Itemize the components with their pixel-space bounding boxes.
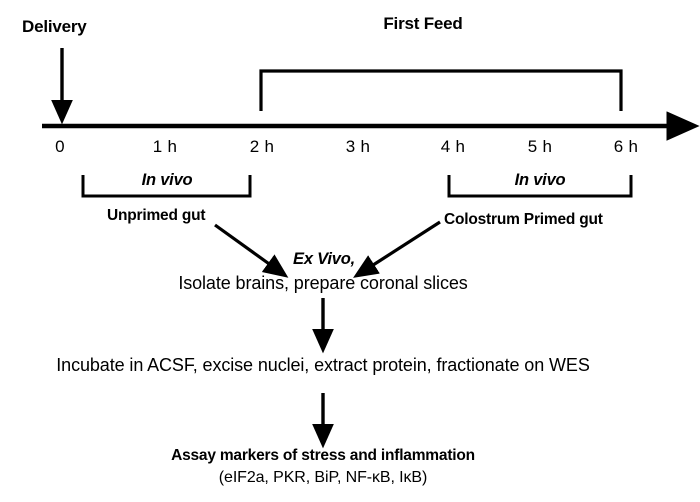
workflow-step-2: Incubate in ACSF, excise nuclei, extract…	[56, 355, 590, 375]
outcome-title: Assay markers of stress and inflammation	[171, 447, 475, 464]
ex-vivo-label: Ex Vivo,	[293, 250, 355, 268]
axis-tick-0: 0	[55, 137, 65, 156]
axis-tick-6h: 6 h	[613, 137, 639, 156]
first-feed-label: First Feed	[383, 14, 463, 33]
in-vivo-label-left: In vivo	[141, 171, 193, 189]
axis-tick-3h: 3 h	[345, 137, 371, 156]
primed-to-exvivo-arrow	[353, 220, 441, 278]
delivery-label: Delivery	[22, 17, 87, 36]
first-feed-bracket	[259, 69, 623, 111]
unprimed-gut-label: Unprimed gut	[107, 207, 206, 224]
unprimed-to-exvivo-arrow	[214, 223, 289, 278]
axis-tick-2h: 2 h	[249, 137, 275, 156]
colostrum-primed-gut-label: Colostrum Primed gut	[444, 211, 603, 228]
in-vivo-label-right: In vivo	[514, 171, 566, 189]
axis-tick-4h: 4 h	[440, 137, 466, 156]
outcome-markers: (eIF2a, PKR, BiP, NF-κB, IκB)	[218, 469, 428, 486]
axis-tick-5h: 5 h	[527, 137, 553, 156]
axis-tick-1h: 1 h	[152, 137, 178, 156]
workflow-step-1: Isolate brains, prepare coronal slices	[178, 273, 468, 293]
